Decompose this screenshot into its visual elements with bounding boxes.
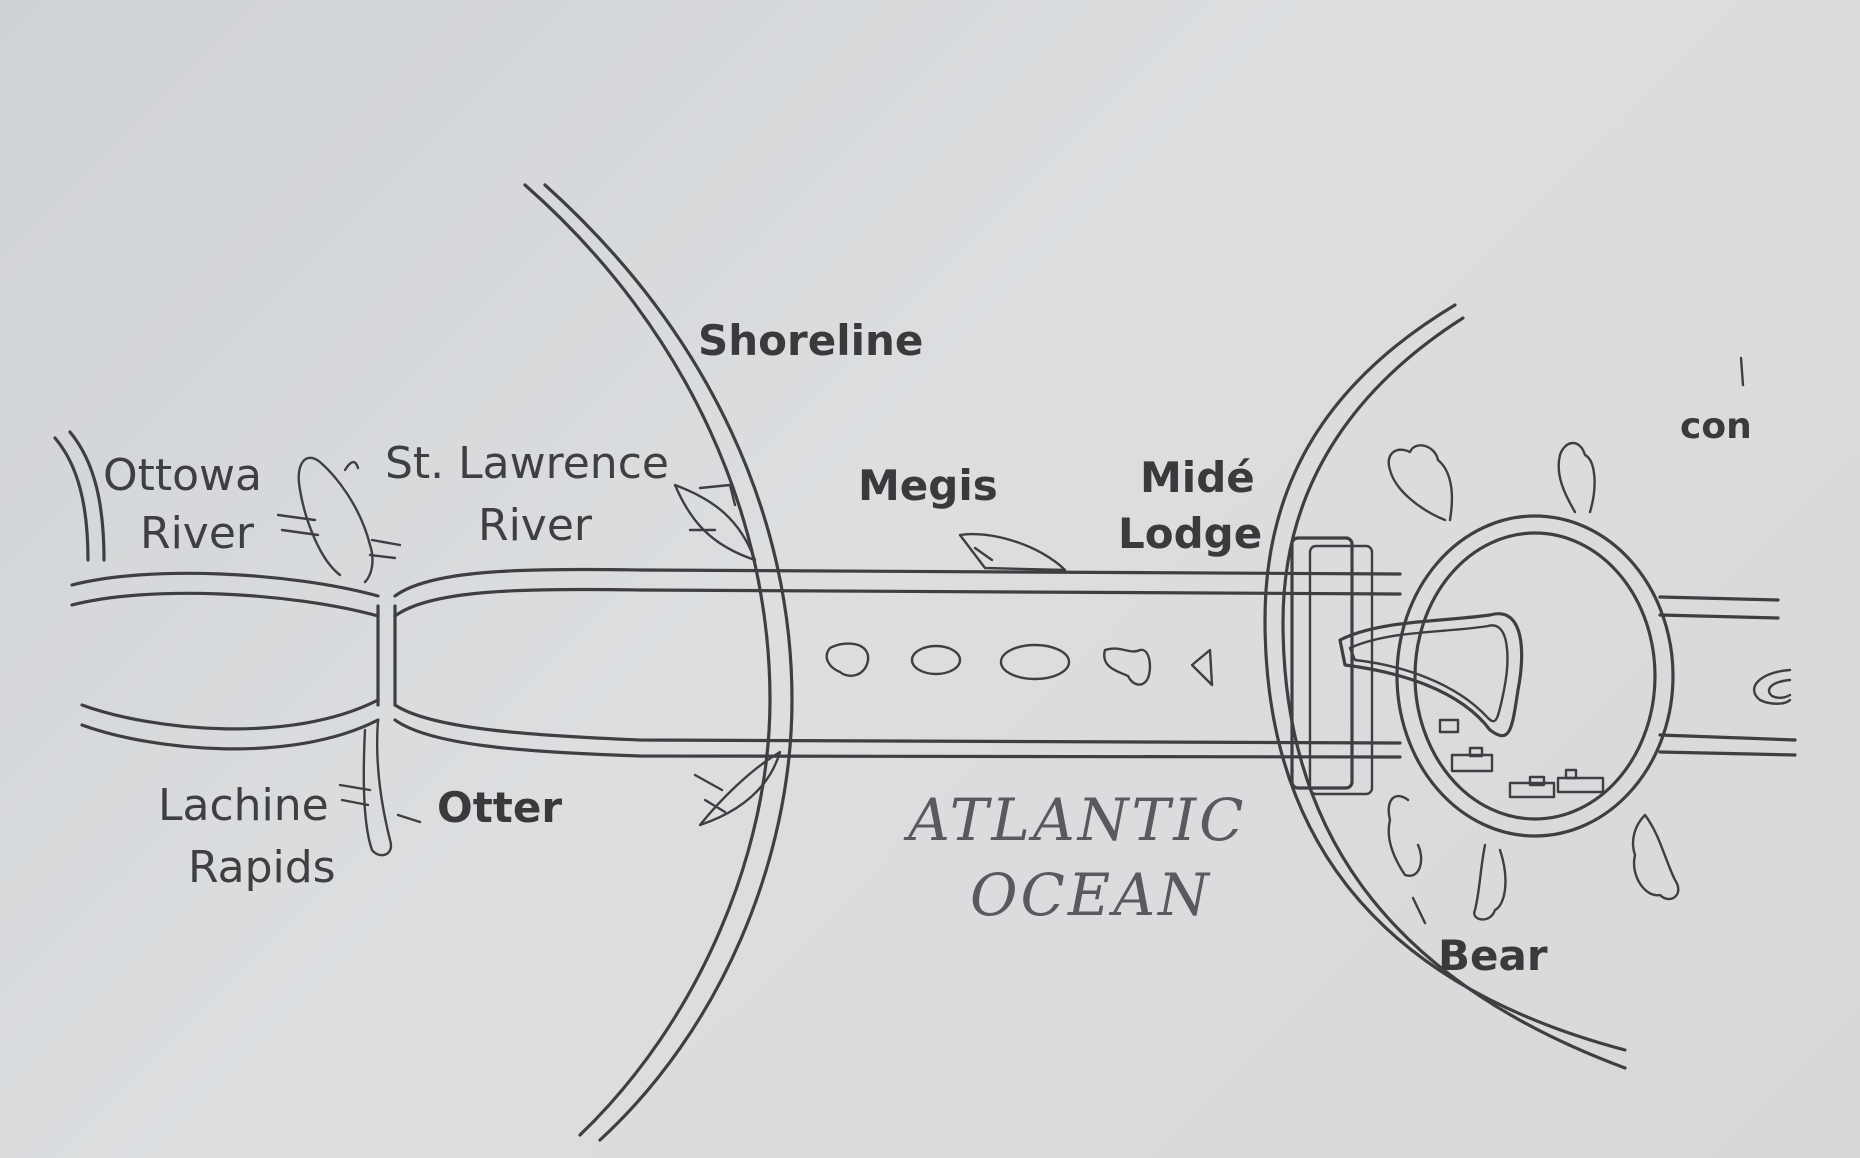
channel-stones [825, 642, 1214, 687]
lachine-narrows [376, 604, 397, 707]
label-con: con [1680, 406, 1752, 447]
label-shoreline: Shoreline [698, 316, 923, 365]
label-bear: Bear [1438, 931, 1548, 980]
label-lachine-line2: Rapids [188, 842, 336, 893]
st-lawrence-channel [393, 567, 1402, 759]
label-ocean-line2: OCEAN [970, 861, 1212, 929]
label-mide-line2: Lodge [1118, 509, 1262, 558]
label-otter: Otter [437, 783, 562, 832]
upper-river-basin [70, 571, 380, 751]
island [1338, 441, 1680, 921]
label-megis: Megis [858, 461, 998, 510]
far-channel [1658, 595, 1797, 757]
shoreline-plants [673, 483, 782, 827]
megis-shell-icon [958, 532, 1067, 572]
bear-leader-line [1411, 896, 1427, 925]
label-ottawa-line2: River [140, 508, 255, 559]
con-leader-line [1739, 356, 1745, 387]
ottawa-river-channel [53, 430, 106, 562]
label-stlawrence-line1: St. Lawrence [385, 438, 669, 489]
rapids-vegetation [276, 456, 422, 857]
label-lachine-line1: Lachine [158, 780, 329, 831]
label-mide-line1: Midé [1140, 453, 1255, 502]
label-ocean-line1: ATLANTIC [903, 786, 1247, 854]
shoreline-arc [523, 183, 794, 1142]
label-ottawa-line1: Ottowa [103, 450, 262, 501]
label-stlawrence-line2: River [478, 500, 593, 551]
eastern-shoreline-arc [1263, 303, 1627, 1070]
